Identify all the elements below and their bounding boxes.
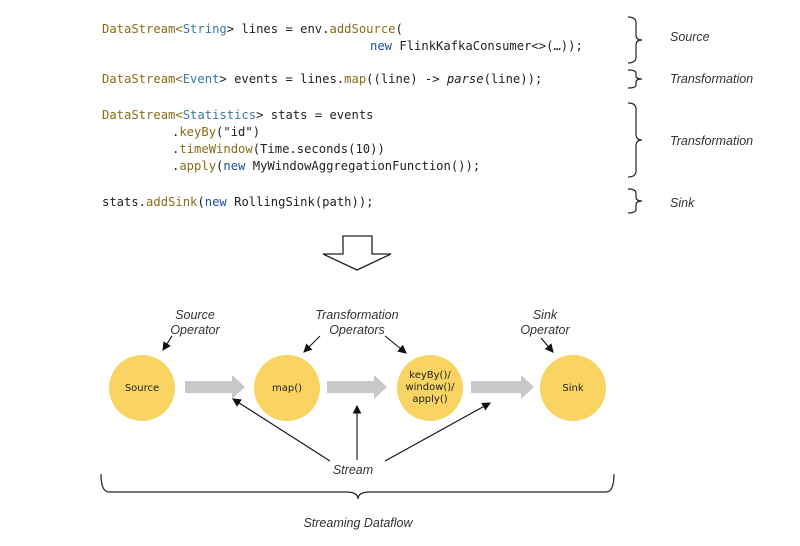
code-token: apply	[179, 159, 217, 173]
code-token: addSink	[146, 195, 198, 209]
stream-arrow	[384, 402, 491, 462]
code-token: > stats = events	[256, 108, 374, 122]
code-token: timeWindow	[179, 142, 253, 156]
code-token: (	[216, 159, 224, 173]
annotation-arrow	[303, 335, 321, 353]
annotation-line: Sink	[532, 308, 558, 322]
flow-arrow	[185, 375, 245, 399]
curly-brace-dataflow	[100, 473, 615, 500]
node-label: apply()	[412, 394, 448, 405]
code-line-4: DataStream<Statistics> stats = events	[102, 107, 374, 123]
node-label: map()	[271, 382, 303, 394]
code-token: new	[204, 195, 227, 209]
code-token: keyBy	[179, 125, 217, 139]
code-token: ("id")	[216, 125, 261, 139]
code-token: .	[172, 125, 180, 139]
code-token: (	[395, 22, 403, 36]
code-token: new	[370, 39, 393, 53]
bracket-label-sink: Sink	[670, 196, 695, 210]
code-token: MyWindowAggregationFunction());	[245, 159, 481, 173]
code-token: parse	[446, 72, 484, 86]
code-token: .	[172, 142, 180, 156]
code-line-1: DataStream<String> lines = env.addSource…	[102, 21, 403, 37]
node-sink: Sink	[540, 355, 606, 421]
code-token: (	[197, 195, 205, 209]
stream-arrow	[232, 398, 331, 462]
code-token: new	[223, 159, 246, 173]
code-token: addSource	[329, 22, 396, 36]
bracket-label-source: Source	[670, 30, 710, 44]
curly-brace-transformation-1	[627, 69, 643, 89]
code-token: String	[182, 22, 227, 36]
code-line-6: .timeWindow(Time.seconds(10))	[172, 141, 385, 157]
code-token: DataStream<	[102, 22, 183, 36]
node-label: keyBy()/	[409, 370, 451, 381]
annotation-line: Operator	[170, 323, 220, 337]
code-line-7: .apply(new MyWindowAggregationFunction()…	[172, 158, 480, 174]
code-token: map	[344, 72, 367, 86]
code-line-2: new FlinkKafkaConsumer<>(…));	[370, 38, 583, 54]
annotation-arrow	[162, 335, 173, 351]
code-line-8: stats.addSink(new RollingSink(path));	[102, 194, 374, 210]
code-token: DataStream<	[102, 108, 183, 122]
code-token: (Time.seconds(10))	[252, 142, 385, 156]
bracket-label-transformation-1: Transformation	[670, 72, 754, 86]
node-source: Source	[109, 355, 175, 421]
flow-arrow	[471, 375, 534, 399]
annotation-streaming-dataflow: Streaming Dataflow	[303, 516, 413, 530]
code-token: RollingSink(path));	[226, 195, 374, 209]
annotation-arrow	[384, 335, 407, 354]
code-token: .	[172, 159, 180, 173]
node-map: map()	[254, 355, 320, 421]
code-line-3: DataStream<Event> events = lines.map((li…	[102, 71, 542, 87]
annotation-line: Operators	[329, 323, 385, 337]
code-token: DataStream<	[102, 72, 183, 86]
flow-arrow	[327, 375, 387, 399]
annotation-line: Source	[175, 308, 215, 322]
curly-brace-transformation-2	[627, 102, 643, 178]
code-token: ((line) ->	[366, 72, 447, 86]
curly-brace-sink	[627, 188, 643, 214]
node-label: window()/	[405, 382, 455, 393]
node-label: Sink	[562, 382, 584, 394]
bracket-label-transformation-2: Transformation	[670, 134, 754, 148]
annotation-line: Operator	[520, 323, 570, 337]
code-line-5: .keyBy("id")	[172, 124, 260, 140]
node-label: Source	[124, 382, 160, 394]
code-token: Event	[182, 72, 220, 86]
annotation-stream: Stream	[332, 463, 374, 477]
down-arrow-icon	[322, 235, 392, 271]
code-token: > lines = env.	[226, 22, 330, 36]
code-token: (line));	[483, 72, 543, 86]
code-token: Statistics	[182, 108, 257, 122]
annotation-arrow	[540, 337, 554, 353]
code-token: FlinkKafkaConsumer<>(…));	[392, 39, 583, 53]
node-keyby-window-apply: keyBy()/window()/apply()	[397, 355, 463, 421]
annotation-line: Transformation	[315, 308, 399, 322]
curly-brace-source	[627, 16, 643, 64]
code-token: > events = lines.	[219, 72, 345, 86]
code-token: stats.	[102, 195, 147, 209]
